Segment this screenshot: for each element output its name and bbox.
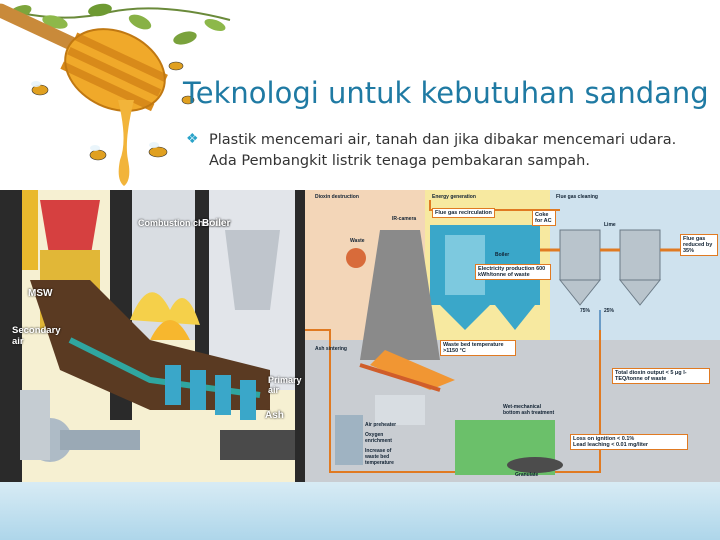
bullet-icon: ❖: [186, 130, 199, 146]
label-oxygen-enrichment: Oxygen enrichment: [365, 432, 392, 444]
label-secondary-air: Secondary air: [12, 325, 61, 347]
label-combustion-chamber: Combustion chamber: [138, 218, 231, 228]
label-coke: Coke for AC: [532, 210, 556, 226]
label-granulate: Granulate: [515, 472, 539, 478]
bullet-text-line-1: Plastik mencemari air, tanah dan jika di…: [209, 132, 677, 148]
label-flue-gas-cleaning: Flue gas cleaning: [556, 194, 598, 200]
slide-body-text: Plastik mencemari air, tanah dan jika di…: [209, 130, 709, 172]
label-waste-bed-temperature: Waste bed temperature >1150 °C: [440, 340, 516, 356]
slide-title: Teknologi untuk kebutuhan sandang: [183, 76, 709, 110]
label-electricity-production: Electricity production 600 kWh/tonne of …: [475, 264, 551, 280]
label-boiler-left: Boiler: [202, 218, 231, 229]
incinerator-illustration: [0, 190, 720, 482]
bullet-text-line-2: Ada Pembangkit listrik tenaga pembakaran…: [209, 153, 590, 169]
label-lime: Lime: [604, 222, 616, 228]
label-ir-camera: IR-camera: [392, 216, 417, 222]
label-flue-gas-recirculation: Flue gas recirculation: [432, 208, 495, 218]
label-loss-lead-leaching: Loss on ignition < 0.1%Lead leaching < 0…: [570, 434, 688, 450]
label-ash-sintering: Ash sintering: [315, 346, 347, 352]
label-pct-75: 75%: [580, 308, 591, 314]
label-loss-on-ignition: Loss on ignition < 0.1%: [573, 436, 635, 442]
label-primary-air: Primary air: [268, 375, 302, 395]
label-lead-leaching: Lead leaching < 0.01 mg/liter: [573, 442, 649, 448]
incinerator-diagram: Combustion chamber Boiler MSW Secondary …: [0, 190, 720, 482]
label-total-dioxin-output: Total dioxin output < 5 μg I-TEQ/tonne o…: [612, 368, 710, 384]
label-waste: Waste: [350, 238, 365, 244]
label-pct-25: 25%: [604, 308, 615, 314]
label-energy-generation: Energy generation: [432, 194, 476, 200]
label-boiler-right: Boiler: [495, 252, 510, 258]
label-air-preheater: Air preheater: [365, 422, 397, 428]
honey-dipper-decoration: [0, 3, 231, 186]
label-dioxin-destruction: Dioxin destruction: [315, 194, 359, 200]
label-increase-waste-bed-temp: Increase of waste bed temperature: [365, 448, 394, 466]
label-wet-mechanical-treatment: Wet-mechanical bottom ash treatment: [503, 404, 555, 416]
label-flue-gas-reduced: Flue gas reduced by 35%: [680, 234, 718, 256]
label-ash: Ash: [265, 410, 284, 421]
label-msw: MSW: [28, 288, 53, 299]
